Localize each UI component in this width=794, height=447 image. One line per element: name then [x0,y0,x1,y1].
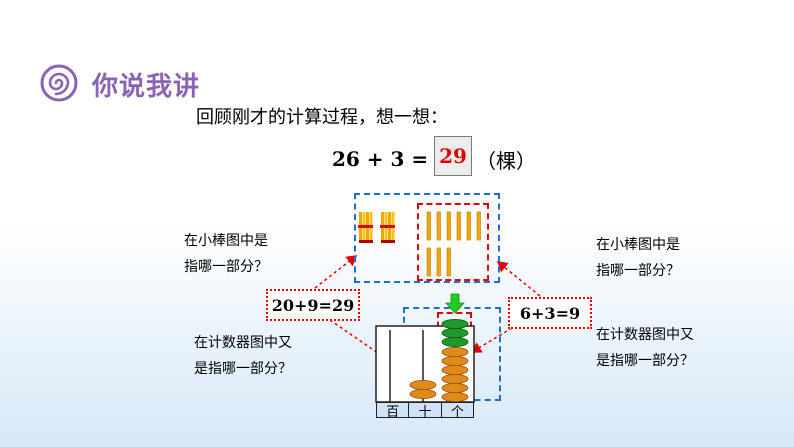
label-tens: 十 [409,402,442,420]
spiral-icon [40,64,78,102]
answer-box: 29 [434,136,472,176]
down-arrow-icon [445,293,465,314]
stick-bundle-1 [358,212,373,243]
tens-beads [409,379,437,399]
question-bottom-right: 在计数器图中又是指哪一部分？ [596,327,694,369]
sticks-outer-box [354,193,500,283]
arrow-right-bottom [470,327,513,353]
sticks-loose-box [417,203,489,281]
abacus-labels: 百 十 个 [376,402,474,420]
ones-beads [441,318,469,402]
label-hundreds: 百 [376,402,410,420]
eq-box-right: 6+3=9 [508,297,592,329]
eq-box-left: 20+9=29 [266,289,360,321]
question-bottom-left: 在计数器图中又是指哪一部分？ [194,335,292,377]
question-top-left: 在小棒图中是指哪一部分？ [184,233,268,275]
question-top-right: 在小棒图中是指哪一部分？ [596,237,680,279]
page-title: 你说我讲 [92,72,201,102]
stick-bundle-2 [380,212,395,243]
label-ones: 个 [441,402,474,420]
arrow-left-top [314,255,358,289]
equation-text: 26 + 3 = [332,147,429,171]
unit-label: （棵） [476,149,536,173]
prompt-text: 回顾刚才的计算过程，想一想： [196,107,448,128]
loose-sticks [426,211,481,277]
answer-value: 29 [439,144,467,168]
